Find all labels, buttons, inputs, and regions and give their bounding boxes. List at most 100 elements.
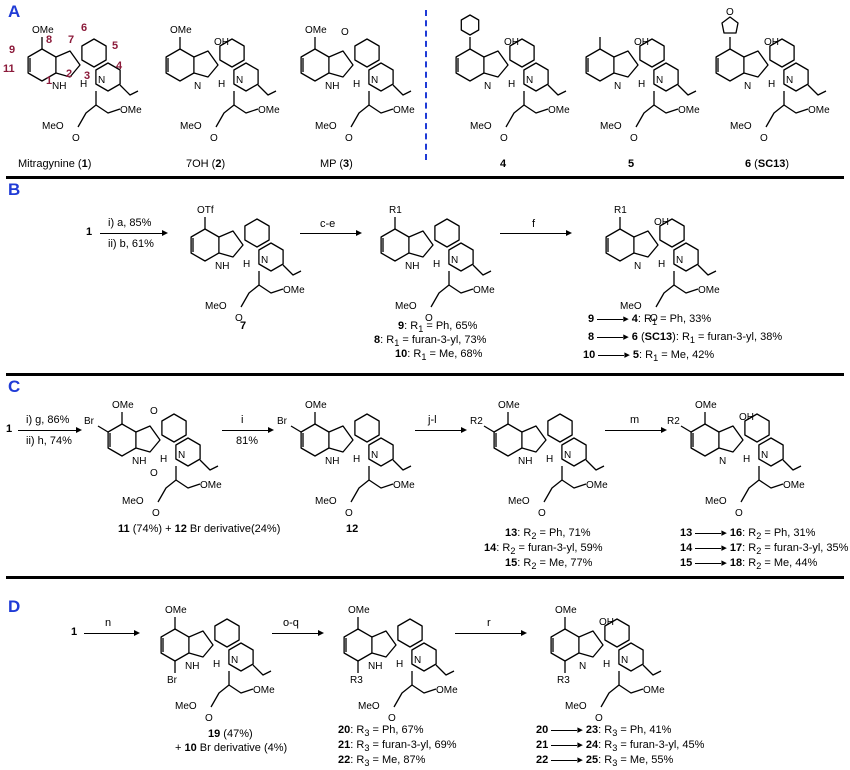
enol-ether bbox=[758, 479, 784, 489]
step-c1-b: ii) h, 74% bbox=[26, 435, 72, 447]
piperidine-ring bbox=[509, 38, 535, 68]
step-b2: c-e bbox=[320, 218, 336, 230]
atom-number-1: 1 bbox=[46, 75, 53, 87]
arrow-b-step1 bbox=[100, 230, 168, 236]
step-b1-a: i) a, 85% bbox=[108, 217, 152, 229]
label-n-imine: N bbox=[634, 261, 641, 272]
piperidine-ring bbox=[547, 413, 573, 443]
label-n: N bbox=[178, 450, 185, 461]
product-line-15: 15: R2 = Me, 77% bbox=[505, 557, 593, 572]
label-n-imine: N bbox=[484, 81, 491, 92]
side-chain bbox=[350, 466, 370, 503]
ethyl-group bbox=[252, 664, 272, 676]
quinolizidine-ring bbox=[561, 437, 587, 467]
product-line-18: 15 ▸ 18: R2 = Me, 44% bbox=[680, 557, 818, 572]
label-o: O bbox=[595, 713, 603, 724]
compound-label-mitragynine: Mitragynine (1) bbox=[18, 158, 92, 170]
side-chain bbox=[505, 91, 525, 128]
enol-ether bbox=[175, 479, 201, 489]
label-n: N bbox=[656, 75, 663, 86]
label-n-imine: N bbox=[194, 81, 201, 92]
quinolizidine-ring bbox=[95, 62, 121, 92]
br-bond bbox=[97, 425, 109, 433]
side-chain bbox=[543, 466, 563, 503]
label-oh: OH bbox=[599, 617, 614, 628]
label-ome: OMe bbox=[436, 685, 458, 696]
label-ome: OMe bbox=[200, 480, 222, 491]
label-ome: OMe bbox=[473, 285, 495, 296]
atom-number-4: 4 bbox=[116, 60, 123, 72]
start-compound-b: 1 bbox=[86, 226, 93, 238]
label-o: O bbox=[345, 133, 353, 144]
label-n: N bbox=[231, 655, 238, 666]
label-meo: MeO bbox=[600, 121, 622, 132]
quinolizidine-ring bbox=[448, 242, 474, 272]
compound-label-6: 6 (SC13) bbox=[745, 158, 790, 170]
section-label-a: A bbox=[8, 2, 21, 21]
side-chain bbox=[740, 466, 760, 503]
compound-label-11: 11 (74%) + 12 Br derivative(24%) bbox=[118, 523, 281, 535]
label-ome-aryl: OMe bbox=[305, 25, 327, 36]
label-h: H bbox=[768, 79, 775, 90]
enol-ether bbox=[448, 284, 474, 294]
label-oh: OH bbox=[504, 37, 519, 48]
product-line-6: 8 ▸ 6 (SC13): R1 = furan-3-yl, 38% bbox=[588, 331, 783, 346]
label-h: H bbox=[243, 259, 250, 270]
label-nh: NH bbox=[52, 81, 66, 92]
compound-label-19: 19 (47%) bbox=[208, 728, 253, 740]
label-ome-aryl: OMe bbox=[32, 25, 54, 36]
compound-label-5: 5 bbox=[628, 158, 635, 170]
label-o: O bbox=[500, 133, 508, 144]
label-meo: MeO bbox=[315, 496, 337, 507]
arrow-d-step3 bbox=[455, 630, 527, 636]
label-oh: OH bbox=[654, 217, 669, 228]
benzene-ring bbox=[160, 628, 190, 662]
label-ome: OMe bbox=[678, 105, 700, 116]
label-r2: R2 bbox=[470, 416, 483, 427]
label-n: N bbox=[261, 255, 268, 266]
label-h: H bbox=[508, 79, 515, 90]
label-o: O bbox=[345, 508, 353, 519]
label-ome-aryl: OMe bbox=[112, 400, 134, 411]
label-h: H bbox=[396, 659, 403, 670]
label-h: H bbox=[658, 259, 665, 270]
product-line-24: 21 ▸ 24: R3 = furan-3-yl, 45% bbox=[536, 739, 705, 754]
benzene-ring bbox=[715, 48, 745, 82]
side-chain bbox=[655, 271, 675, 308]
label-n-imine: N bbox=[744, 81, 751, 92]
quinolizidine-ring bbox=[758, 437, 784, 467]
step-d2: o-q bbox=[283, 617, 299, 629]
label-h: H bbox=[433, 259, 440, 270]
step-d3: r bbox=[487, 617, 491, 629]
label-oh: OH bbox=[739, 412, 754, 423]
product-line-20: 20: R3 = Ph, 67% bbox=[338, 724, 424, 739]
arrow-d-step2 bbox=[272, 630, 324, 636]
compound-label-10-br: + 10 Br derivative (4%) bbox=[175, 742, 288, 754]
piperidine-ring bbox=[161, 413, 187, 443]
piperidine-ring bbox=[434, 218, 460, 248]
label-ome: OMe bbox=[283, 285, 305, 296]
side-chain bbox=[600, 671, 620, 708]
ethyl-group bbox=[697, 264, 717, 276]
product-line-17: 14 ▸ 17: R2 = furan-3-yl, 35% bbox=[680, 542, 849, 557]
label-oh: OH bbox=[764, 37, 779, 48]
label-ome-aryl: OMe bbox=[305, 400, 327, 411]
enol-ether bbox=[523, 104, 549, 114]
compound-label-12: 12 bbox=[346, 523, 359, 535]
label-meo: MeO bbox=[315, 121, 337, 132]
pyrrole-ring bbox=[188, 630, 214, 658]
label-oh: OH bbox=[214, 37, 229, 48]
label-meo: MeO bbox=[175, 701, 197, 712]
label-n: N bbox=[676, 255, 683, 266]
arrow-c-step1 bbox=[18, 427, 82, 433]
quinolizidine-ring bbox=[411, 642, 437, 672]
label-o: O bbox=[425, 313, 433, 324]
side-chain bbox=[157, 466, 177, 503]
enol-ether bbox=[368, 479, 394, 489]
label-furan-o: O bbox=[726, 7, 734, 18]
